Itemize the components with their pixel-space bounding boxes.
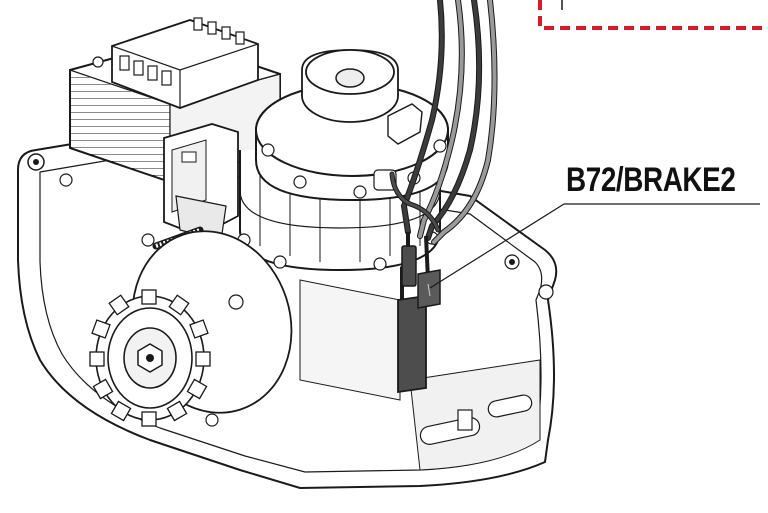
callout-leader [429,203,760,289]
component-label: B72/BRAKE2 [566,161,736,199]
dashed-border [538,0,768,30]
brake-connector [397,232,441,394]
wire-bundle [389,0,498,245]
electric-motor [237,49,449,272]
drive-gear [89,230,293,427]
